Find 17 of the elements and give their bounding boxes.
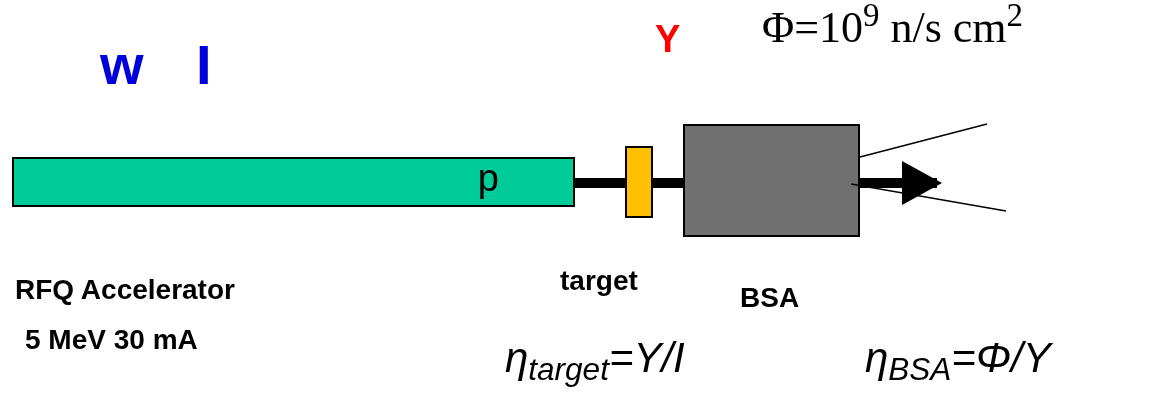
node-label: RFQ Accelerator — [15, 273, 235, 307]
flux-formula: Φ=10$^{9}$ n/s cm$^{2}$ — [762, 0, 1024, 54]
target-block — [625, 146, 653, 218]
node-label: 5 MeV 30 mA — [25, 323, 198, 357]
symbol-label: I — [196, 32, 212, 98]
node-label: target — [560, 264, 638, 298]
accelerator-tube — [12, 157, 575, 207]
symbol-label: Y — [655, 17, 681, 62]
efficiency-formula: η$_{BSA}$=Φ/Y — [865, 333, 1051, 385]
beam-line — [653, 178, 683, 188]
efficiency-formula: η$_{target}$=Y/I — [505, 333, 685, 385]
node-label: BSA — [740, 281, 800, 315]
beam-line — [860, 161, 942, 205]
moderator-block — [683, 124, 860, 237]
particle-label: p — [477, 159, 499, 201]
symbol-label: w — [100, 32, 144, 98]
beam-line — [575, 178, 625, 188]
